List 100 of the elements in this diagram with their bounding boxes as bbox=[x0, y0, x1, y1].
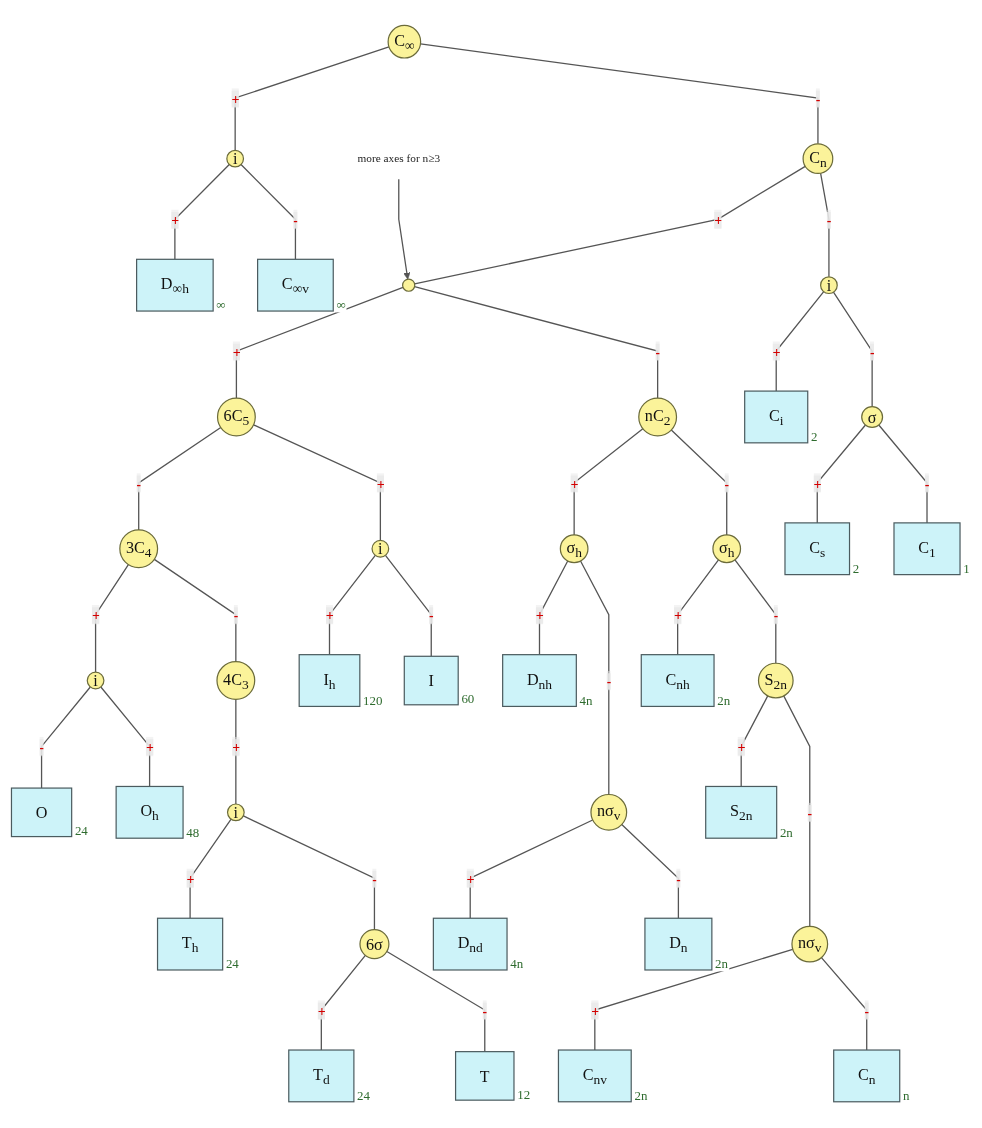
connector bbox=[320, 954, 366, 1051]
edge-label: + bbox=[231, 90, 240, 107]
node-box bbox=[744, 390, 809, 444]
edge-label: - bbox=[606, 672, 612, 690]
connector bbox=[94, 563, 130, 673]
edge-label: + bbox=[317, 1002, 326, 1019]
node-box bbox=[557, 1049, 632, 1103]
edge-label: + bbox=[466, 870, 475, 887]
connector bbox=[328, 554, 376, 655]
group-order-label: 24 bbox=[74, 822, 88, 838]
edge-label: - bbox=[807, 804, 813, 821]
connector bbox=[677, 558, 720, 655]
node-circle bbox=[119, 529, 159, 568]
edge-label: + bbox=[186, 870, 195, 887]
edge-label: + bbox=[674, 607, 683, 624]
group-order-label: 2n bbox=[717, 692, 731, 708]
edge-label: + bbox=[232, 738, 241, 756]
node-box bbox=[156, 917, 224, 971]
edge-label: - bbox=[372, 870, 378, 887]
edge-label: - bbox=[815, 90, 821, 107]
group-order-label: 1 bbox=[963, 560, 970, 576]
connector bbox=[235, 286, 404, 399]
node-circle bbox=[86, 671, 105, 690]
connector bbox=[413, 165, 806, 285]
node-circle bbox=[590, 793, 628, 831]
node-box bbox=[502, 653, 577, 707]
edge-label: - bbox=[924, 475, 930, 492]
connector bbox=[538, 560, 569, 655]
connector bbox=[189, 818, 232, 919]
edge-label: - bbox=[826, 211, 832, 228]
group-order-label: 48 bbox=[186, 824, 200, 840]
edge-label: - bbox=[724, 475, 730, 492]
edge-label: - bbox=[233, 607, 239, 624]
group-order-label: 24 bbox=[225, 956, 239, 972]
arrow bbox=[398, 178, 411, 280]
edge-label: + bbox=[232, 343, 242, 360]
node-circle bbox=[216, 660, 256, 700]
connector bbox=[100, 686, 151, 787]
group-order-label: 4n bbox=[579, 692, 593, 708]
node-circle bbox=[791, 925, 829, 963]
node-box bbox=[644, 917, 713, 971]
node-circle bbox=[802, 142, 834, 174]
group-order-label: 2n bbox=[779, 824, 793, 840]
connector bbox=[174, 163, 230, 260]
connector bbox=[469, 819, 594, 919]
group-order-label: ∞ bbox=[336, 297, 346, 313]
node-circle bbox=[387, 24, 422, 59]
edge-label: - bbox=[482, 1002, 488, 1019]
node-box bbox=[136, 258, 214, 312]
edge-label: - bbox=[655, 343, 661, 360]
node-box bbox=[454, 1050, 515, 1101]
edge-label: + bbox=[91, 607, 101, 624]
connector bbox=[235, 698, 237, 805]
node-circle bbox=[216, 397, 256, 437]
node-circle bbox=[638, 397, 678, 437]
group-order-label: 4n bbox=[510, 956, 524, 972]
node-circle bbox=[712, 534, 742, 563]
node-circle bbox=[371, 539, 390, 558]
edge-label: - bbox=[864, 1002, 870, 1019]
node-box bbox=[705, 785, 778, 839]
node-text: more axes for n≥3 bbox=[357, 152, 441, 165]
edge-label: - bbox=[869, 343, 875, 360]
edge-label: + bbox=[591, 1002, 600, 1019]
node-circle bbox=[402, 278, 416, 292]
group-order-label: 2 bbox=[810, 428, 818, 444]
edge-label: + bbox=[376, 475, 386, 492]
connector bbox=[775, 290, 825, 392]
connector bbox=[234, 45, 390, 151]
group-order-label: 60 bbox=[461, 690, 475, 706]
flowchart: + + - - - + + + + - - - + + + - + + - + - - + - - + + - + - - + - + - + - C$_{∞}$ i more axes for n≥3 C$_{n}$ D$_{∞h}$ ∞ C$_{∞v}$ ∞ i 6C$_{5}$ nC$_{2}$ C$_{i}$ 2 σ 3C$_{4}$ i σ$_{h}$ σ$_{h}$ C$_{s}$ 2 C$_{1}$ 1 i 4C$_{3}$ I$_{h}$ 120 I 60 D$_{nh}$ 4n C$_{nh}$ 2n S$_{2n}$ O 24 O$_{h}$ 48 i nσ$_{v}$ S$_{2n}$ 2n T$_{h}$ 24 6σ D$_{nd}$ 4n D$_{n}$ 2n nσ$_{v}$ T$_{d}$ 24 T 12 C$_{nv}$ 2n C$_{n}$ n bbox=[5, 18, 977, 1110]
edge-label: + bbox=[813, 475, 822, 492]
node-box bbox=[298, 653, 361, 707]
node-box bbox=[833, 1049, 901, 1103]
connector bbox=[573, 427, 644, 536]
edge-label: + bbox=[737, 738, 746, 756]
node-box bbox=[257, 258, 334, 312]
node-circle bbox=[226, 149, 245, 168]
edge-label: + bbox=[535, 607, 545, 624]
node-box bbox=[10, 787, 73, 837]
node-box bbox=[403, 655, 459, 706]
node-circle bbox=[226, 803, 245, 821]
group-order-label: n bbox=[902, 1087, 910, 1103]
node-box bbox=[115, 785, 184, 839]
edge-label: - bbox=[293, 211, 299, 228]
node-box bbox=[893, 521, 961, 575]
group-order-label: 2n bbox=[715, 956, 728, 972]
edge-label: - bbox=[136, 475, 142, 492]
edge-label: - bbox=[39, 738, 45, 756]
edge-label: - bbox=[773, 607, 779, 624]
node-circle bbox=[359, 928, 390, 959]
edge-label: + bbox=[145, 738, 155, 756]
edge-label: - bbox=[676, 870, 682, 887]
node-circle bbox=[820, 275, 838, 294]
group-order-label: 24 bbox=[357, 1087, 371, 1103]
node-box bbox=[288, 1049, 355, 1103]
node-box bbox=[640, 653, 715, 707]
node-box bbox=[432, 917, 508, 971]
edge-label: + bbox=[325, 607, 335, 624]
connector bbox=[740, 694, 769, 787]
edge-label: + bbox=[570, 475, 579, 492]
